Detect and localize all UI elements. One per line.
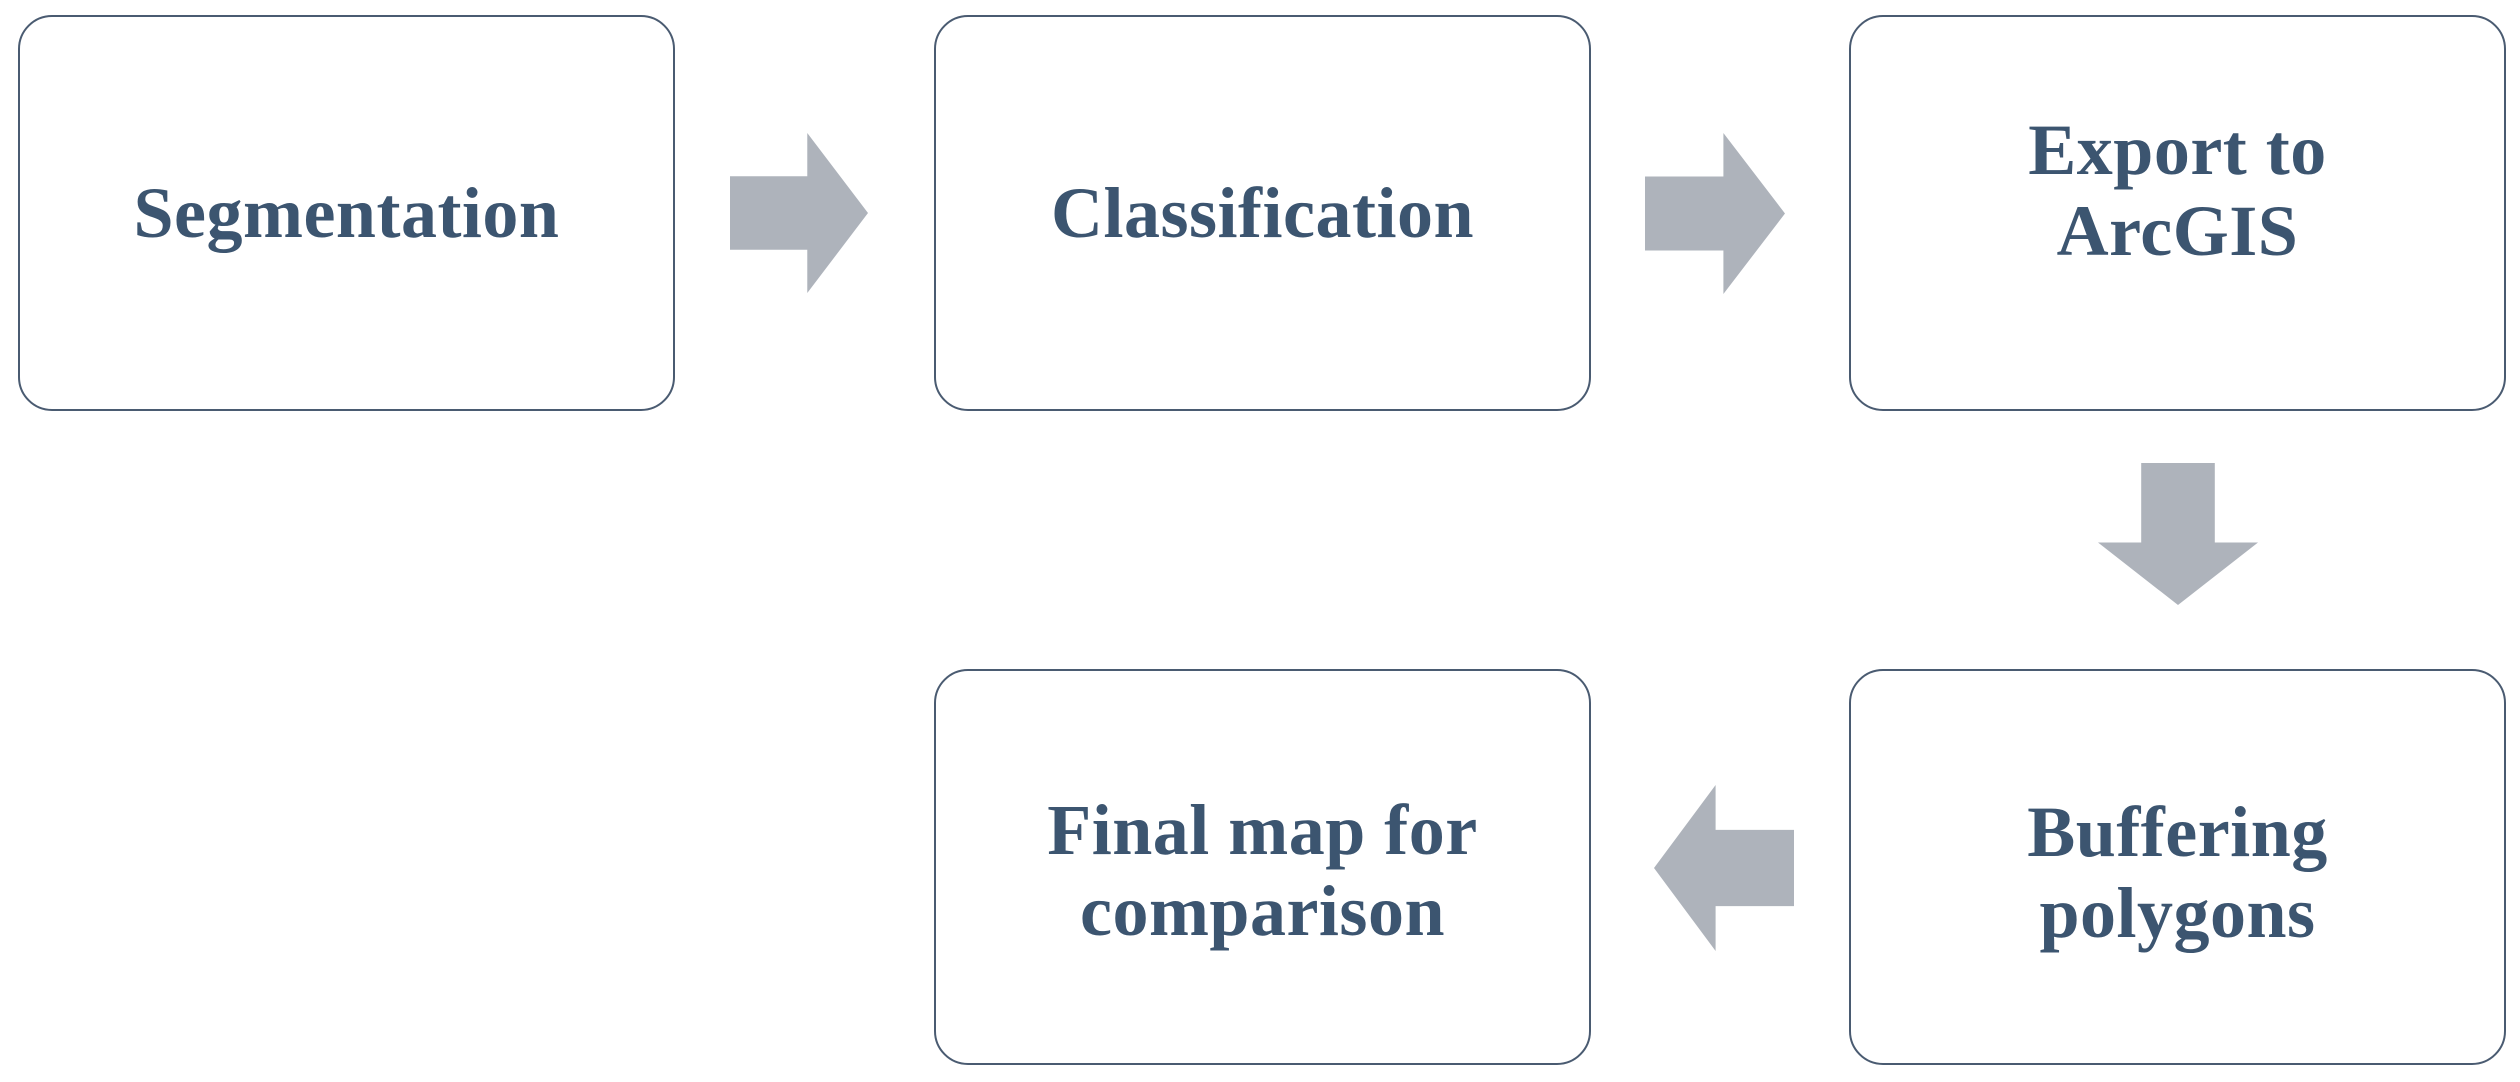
arrow-right-icon-segmentation-to-classification xyxy=(730,133,868,293)
arrow-left-icon-buffering-to-final-map xyxy=(1654,785,1794,951)
node-buffering-polygons[interactable]: Buffering polygons xyxy=(1849,669,2506,1065)
node-final-map[interactable]: Final map for comparison xyxy=(934,669,1591,1065)
node-buffering-polygons-label: Buffering polygons xyxy=(2027,792,2328,953)
arrow-right-icon-classification-to-export xyxy=(1645,133,1785,294)
node-final-map-label: Final map for comparison xyxy=(1047,790,1478,951)
arrow-down-icon-export-to-buffering xyxy=(2098,463,2258,605)
node-classification[interactable]: Classification xyxy=(934,15,1591,411)
node-segmentation[interactable]: Segmentation xyxy=(18,15,675,411)
node-export-to-arcgis[interactable]: Export to ArcGIS xyxy=(1849,15,2506,411)
node-segmentation-label: Segmentation xyxy=(133,172,560,253)
node-classification-label: Classification xyxy=(1050,172,1474,253)
node-export-to-arcgis-label: Export to ArcGIS xyxy=(2028,110,2327,271)
